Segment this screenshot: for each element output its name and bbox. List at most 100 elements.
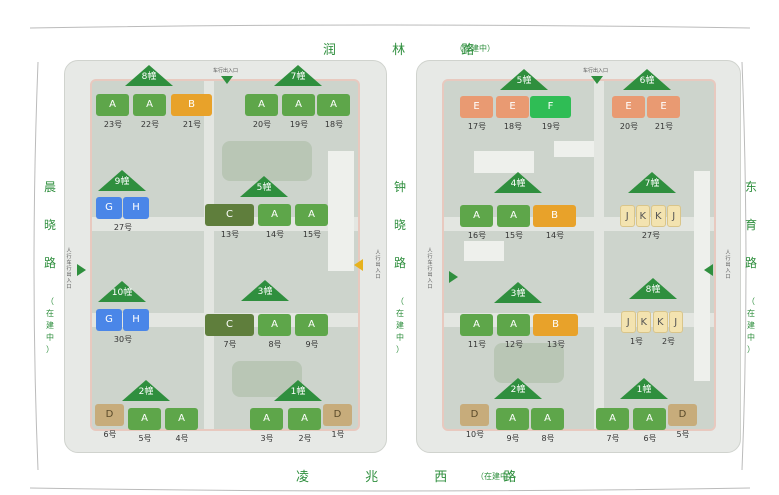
building-number: 15号 (504, 231, 524, 240)
gate-char: 人 (375, 250, 381, 256)
building-group-tag: 10幢 (98, 281, 146, 302)
building-number: 12号 (504, 340, 524, 349)
grounds-path (204, 81, 214, 429)
building: A 16号 (460, 205, 494, 240)
building-unit: E (496, 96, 529, 118)
building-number: 1号 (331, 430, 345, 439)
building-unit: A (245, 94, 278, 116)
building-unit: A (497, 314, 530, 336)
gate-char: 行 (66, 266, 72, 272)
building-number: 4号 (175, 434, 189, 443)
road-note-char: （ (46, 297, 54, 306)
building: A 20号 (245, 94, 279, 129)
gate-char: 出 (375, 262, 381, 268)
road-char: 育 (744, 218, 757, 232)
building-unit: H (123, 309, 149, 331)
garden-area (494, 343, 564, 383)
road-middle-note: （ 在 建 中 ） (394, 296, 406, 356)
building-number: 9号 (305, 340, 319, 349)
building: D 5号 (668, 404, 698, 439)
gate-arrow-icon (449, 271, 458, 283)
road-char: 东 (744, 180, 757, 194)
gate-char: 人 (725, 250, 731, 256)
vehicle-gate-label: 车行出入口 (583, 68, 609, 74)
building-number: 21号 (182, 120, 202, 129)
grounds-path (594, 81, 604, 429)
building-group-tag: 3幢 (494, 282, 542, 303)
building-number: 8号 (268, 340, 282, 349)
left-parcel (64, 60, 387, 453)
road-right-name: 东 育 路 (744, 168, 758, 282)
road-note-char: 在 (396, 309, 404, 318)
gate-char: 口 (375, 274, 381, 280)
building-unit: D (668, 404, 697, 426)
building-number: 17号 (467, 122, 487, 131)
road-right-note: （ 在 建 中 ） (745, 296, 757, 356)
road-note-char: ） (46, 345, 54, 354)
road-note-char: 建 (46, 321, 54, 330)
building-number: 19号 (289, 120, 309, 129)
road-note-char: ） (747, 345, 755, 354)
building-unit: K (653, 311, 668, 333)
building-number: 11号 (467, 340, 487, 349)
side-gate-label: 人 行 车 行 出 入 口 (66, 248, 72, 290)
building-unit: A (531, 408, 564, 430)
left-parcel-grounds (90, 79, 360, 431)
building-number: 10号 (465, 430, 485, 439)
building-unit: D (460, 404, 489, 426)
building-unit: A (165, 408, 198, 430)
gate-char: 入 (725, 268, 731, 274)
building-pad (464, 241, 504, 261)
building-number: 21号 (654, 122, 674, 131)
gate-char: 入 (66, 278, 72, 284)
building-unit: E (612, 96, 645, 118)
building-unit: A (133, 94, 166, 116)
building-pad (474, 151, 534, 173)
right-parcel (416, 60, 741, 453)
building-number: 5号 (676, 430, 690, 439)
road-note-char: 中 (396, 333, 404, 342)
building-unit: K (651, 205, 666, 227)
building: E 18号 (496, 96, 530, 131)
road-note-char: 建 (396, 321, 404, 330)
building-unit: A (460, 205, 493, 227)
road-bottom-note: （在建中） (476, 472, 516, 481)
building-group-tag: 8幢 (125, 65, 173, 86)
building: C 7号 (205, 314, 255, 349)
building-number: 5号 (138, 434, 152, 443)
building-number: 20号 (252, 120, 272, 129)
building-number: 16号 (467, 231, 487, 240)
road-char: 晓 (393, 218, 406, 232)
building-unit: A (250, 408, 283, 430)
building-number: 7号 (223, 340, 237, 349)
building-group-tag: 1幢 (274, 380, 322, 401)
building-number: 14号 (265, 230, 285, 239)
building-number: 7号 (606, 434, 620, 443)
building-group-tag: 3幢 (241, 280, 289, 301)
building-group-tag: 1幢 (620, 378, 668, 399)
building-group-tag: 2幢 (122, 380, 170, 401)
building-unit: C (205, 314, 254, 336)
building-number: 18号 (503, 122, 523, 131)
building-number: 22号 (140, 120, 160, 129)
building-unit: A (496, 408, 529, 430)
gate-arrow-icon (591, 76, 603, 84)
road-char: 晓 (43, 218, 56, 232)
road-left-note: （ 在 建 中 ） (44, 296, 56, 356)
right-parcel-grounds (442, 79, 716, 431)
gate-char: 行 (427, 254, 433, 260)
